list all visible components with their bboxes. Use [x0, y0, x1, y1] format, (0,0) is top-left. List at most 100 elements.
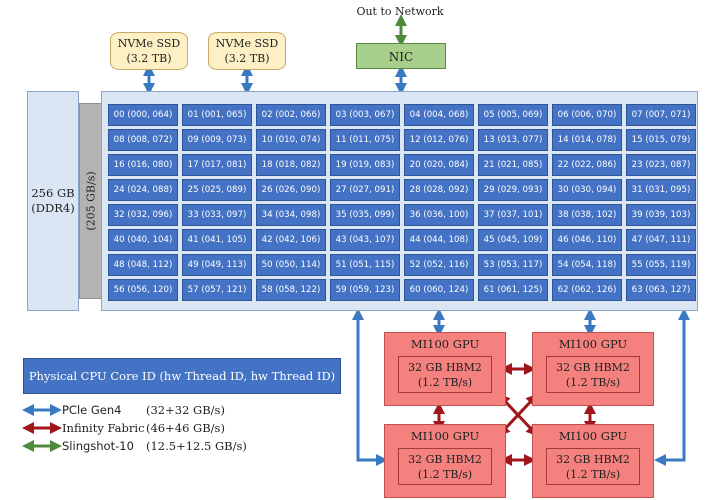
cpu-core-cell: 47 (047, 111) [626, 229, 696, 251]
gpu-4: MI100 GPU 32 GB HBM2 (1.2 TB/s) [532, 424, 654, 498]
cpu-core-cell: 57 (057, 121) [182, 279, 252, 301]
gpu-1-memory: 32 GB HBM2 (1.2 TB/s) [398, 356, 492, 393]
gpu-4-memory-size: 32 GB HBM2 [556, 453, 630, 466]
cpu-core-cell: 36 (036, 100) [404, 204, 474, 226]
cpu-core-cell: 32 (032, 096) [108, 204, 178, 226]
cpu-core-cell: 53 (053, 117) [478, 254, 548, 276]
gpu-2-name: MI100 GPU [558, 337, 628, 351]
cpu-core-cell: 39 (039, 103) [626, 204, 696, 226]
cpu-package: 00 (000, 064)01 (001, 065)02 (002, 066)0… [101, 91, 698, 311]
cpu-core-cell: 58 (058, 122) [256, 279, 326, 301]
fabric-diag2 [497, 393, 539, 437]
cpu-core-cell: 21 (021, 085) [478, 154, 548, 176]
cpu-core-cell: 24 (024, 088) [108, 179, 178, 201]
cpu-core-cell: 28 (028, 092) [404, 179, 474, 201]
cpu-core-cell: 17 (017, 081) [182, 154, 252, 176]
gpu-2: MI100 GPU 32 GB HBM2 (1.2 TB/s) [532, 332, 654, 406]
legend-fabric-value: (46+46 GB/s) [146, 421, 225, 435]
gpu-2-memory-size: 32 GB HBM2 [556, 361, 630, 374]
cpu-core-cell: 62 (062, 126) [552, 279, 622, 301]
gpu-3-memory-size: 32 GB HBM2 [408, 453, 482, 466]
cpu-core-cell: 13 (013, 077) [478, 129, 548, 151]
ssd-1: NVMe SSD (3.2 TB) [110, 32, 188, 70]
cpu-core-cell: 52 (052, 116) [404, 254, 474, 276]
cpu-core-cell: 34 (034, 098) [256, 204, 326, 226]
cpu-core-cell: 20 (020, 084) [404, 154, 474, 176]
nic-box: NIC [356, 43, 446, 69]
cpu-core-cell: 27 (027, 091) [330, 179, 400, 201]
cpu-core-cell: 03 (003, 067) [330, 104, 400, 126]
ssd-2-size: (3.2 TB) [224, 52, 270, 65]
gpu-3: MI100 GPU 32 GB HBM2 (1.2 TB/s) [384, 424, 506, 498]
legend-slingshot-label: Slingshot-10 [62, 439, 134, 453]
cpu-core-cell: 59 (059, 123) [330, 279, 400, 301]
network-label: Out to Network [356, 5, 444, 18]
gpu-3-name: MI100 GPU [410, 429, 480, 443]
legend-pcie-value: (32+32 GB/s) [146, 403, 225, 417]
gpu-1-memory-size: 32 GB HBM2 [408, 361, 482, 374]
cpu-core-cell: 41 (041, 105) [182, 229, 252, 251]
memory-size: 256 GB [31, 186, 75, 200]
gpu-4-memory: 32 GB HBM2 (1.2 TB/s) [546, 448, 640, 485]
cpu-core-cell: 63 (063, 127) [626, 279, 696, 301]
memory-type: (DDR4) [31, 201, 75, 215]
gpu-2-memory-bw: (1.2 TB/s) [565, 376, 621, 389]
cpu-core-cell: 14 (014, 078) [552, 129, 622, 151]
gpu-3-memory: 32 GB HBM2 (1.2 TB/s) [398, 448, 492, 485]
cpu-core-cell: 37 (037, 101) [478, 204, 548, 226]
gpu-3-memory-bw: (1.2 TB/s) [417, 468, 473, 481]
cpu-core-cell: 38 (038, 102) [552, 204, 622, 226]
cpu-core-cell: 16 (016, 080) [108, 154, 178, 176]
gpu-4-name: MI100 GPU [558, 429, 628, 443]
gpu-1: MI100 GPU 32 GB HBM2 (1.2 TB/s) [384, 332, 506, 406]
cpu-core-cell: 45 (045, 109) [478, 229, 548, 251]
cpu-core-cell: 00 (000, 064) [108, 104, 178, 126]
cpu-core-cell: 54 (054, 118) [552, 254, 622, 276]
ssd-1-size: (3.2 TB) [126, 52, 172, 65]
legend-slingshot-value: (12.5+12.5 GB/s) [146, 439, 247, 453]
cpu-core-cell: 23 (023, 087) [626, 154, 696, 176]
core-grid: 00 (000, 064)01 (001, 065)02 (002, 066)0… [108, 104, 696, 301]
cpu-core-cell: 42 (042, 106) [256, 229, 326, 251]
legend-pcie-label: PCle Gen4 [62, 403, 122, 417]
gpu3-link [352, 308, 388, 466]
cpu-core-cell: 08 (008, 072) [108, 129, 178, 151]
cpu-core-cell: 55 (055, 119) [626, 254, 696, 276]
legend-fabric-label: Infinity Fabric [62, 421, 145, 435]
cpu-core-cell: 10 (010, 074) [256, 129, 326, 151]
ssd-2-name: NVMe SSD [215, 37, 279, 50]
cpu-core-cell: 07 (007, 071) [626, 104, 696, 126]
cpu-core-cell: 61 (061, 125) [478, 279, 548, 301]
cpu-core-cell: 25 (025, 089) [182, 179, 252, 201]
cpu-core-cell: 50 (050, 114) [256, 254, 326, 276]
cpu-core-cell: 11 (011, 075) [330, 129, 400, 151]
cpu-core-cell: 56 (056, 120) [108, 279, 178, 301]
cpu-core-cell: 31 (031, 095) [626, 179, 696, 201]
cpu-core-cell: 49 (049, 113) [182, 254, 252, 276]
cpu-core-cell: 19 (019, 083) [330, 154, 400, 176]
cpu-core-cell: 05 (005, 069) [478, 104, 548, 126]
cpu-core-cell: 43 (043, 107) [330, 229, 400, 251]
cpu-core-cell: 30 (030, 094) [552, 179, 622, 201]
cpu-core-cell: 22 (022, 086) [552, 154, 622, 176]
cpu-core-cell: 46 (046, 110) [552, 229, 622, 251]
cpu-core-cell: 06 (006, 070) [552, 104, 622, 126]
cpu-core-cell: 18 (018, 082) [256, 154, 326, 176]
gpu-4-memory-bw: (1.2 TB/s) [565, 468, 621, 481]
cpu-core-cell: 29 (029, 093) [478, 179, 548, 201]
gpu4-link [654, 308, 690, 466]
gpu-1-memory-bw: (1.2 TB/s) [417, 376, 473, 389]
cpu-core-cell: 12 (012, 076) [404, 129, 474, 151]
gpu-1-name: MI100 GPU [410, 337, 480, 351]
cpu-core-cell: 02 (002, 066) [256, 104, 326, 126]
cpu-core-cell: 01 (001, 065) [182, 104, 252, 126]
cpu-core-cell: 40 (040, 104) [108, 229, 178, 251]
cpu-core-cell: 15 (015, 079) [626, 129, 696, 151]
cpu-core-cell: 48 (048, 112) [108, 254, 178, 276]
cpu-core-cell: 35 (035, 099) [330, 204, 400, 226]
cpu-core-cell: 33 (033, 097) [182, 204, 252, 226]
ssd-2: NVMe SSD (3.2 TB) [208, 32, 286, 70]
legend-core-id-key: Physical CPU Core ID (hw Thread ID, hw T… [23, 358, 341, 394]
gpu-2-memory: 32 GB HBM2 (1.2 TB/s) [546, 356, 640, 393]
